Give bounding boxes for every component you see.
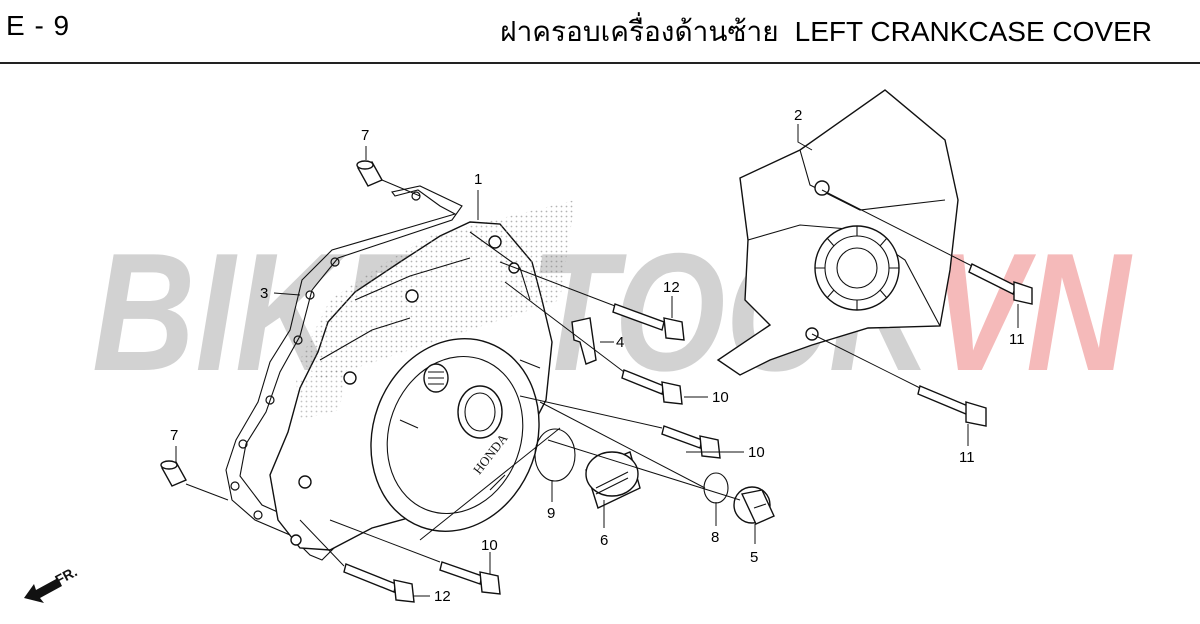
callout-4: 4 bbox=[616, 334, 624, 351]
leader-lines bbox=[175, 124, 1019, 597]
callout-10-lower: 10 bbox=[481, 537, 498, 554]
title-thai: ฝาครอบเครื่องด้านซ้าย bbox=[500, 16, 779, 47]
callout-labels: 1 2 3 4 5 6 7 7 8 9 10 10 10 11 11 12 12 bbox=[170, 107, 1025, 605]
bolt-11-lower bbox=[917, 385, 987, 427]
callout-2: 2 bbox=[794, 107, 802, 124]
front-direction-indicator: FR. bbox=[24, 563, 80, 603]
bolt-12-upper bbox=[612, 303, 685, 341]
callout-6: 6 bbox=[600, 532, 608, 549]
bolt-10-upper bbox=[621, 369, 683, 405]
o-ring-part-8 bbox=[703, 472, 729, 504]
plug-part-5 bbox=[733, 486, 775, 525]
bolt-10-lower bbox=[439, 561, 501, 595]
callout-1: 1 bbox=[474, 171, 482, 188]
watermark-red-text: VN bbox=[930, 218, 1133, 406]
o-ring-part-9 bbox=[534, 428, 576, 482]
page-title: ฝาครอบเครื่องด้านซ้าย LEFT CRANKCASE COVE… bbox=[500, 10, 1152, 54]
callout-12-upper: 12 bbox=[663, 279, 680, 296]
exploded-parts-diagram: BIKESTOCK VN HONDA bbox=[24, 89, 1133, 605]
sprocket-cover-part-2 bbox=[716, 89, 959, 376]
callout-10-middle: 10 bbox=[748, 444, 765, 461]
page-code: E - 9 bbox=[6, 10, 71, 41]
title-english: LEFT CRANKCASE COVER bbox=[794, 16, 1152, 47]
callout-3: 3 bbox=[260, 285, 268, 302]
page-header: E - 9 ฝาครอบเครื่องด้านซ้าย LEFT CRANKCAS… bbox=[0, 0, 1200, 64]
callout-8: 8 bbox=[711, 529, 719, 546]
callout-7-upper: 7 bbox=[361, 127, 369, 144]
clip-part-4 bbox=[571, 317, 597, 365]
bolt-10-middle bbox=[661, 425, 721, 459]
callout-11-lower: 11 bbox=[959, 449, 975, 466]
callout-11-upper: 11 bbox=[1009, 331, 1025, 348]
callout-5: 5 bbox=[750, 549, 758, 566]
callout-12-lower: 12 bbox=[434, 588, 451, 605]
callout-7-lower: 7 bbox=[170, 427, 178, 444]
bolt-12-lower bbox=[343, 563, 415, 603]
front-arrow-icon bbox=[24, 578, 62, 603]
timing-cap-part-6 bbox=[585, 451, 641, 509]
bolt-11-upper bbox=[968, 263, 1033, 305]
callout-10-upper: 10 bbox=[712, 389, 729, 406]
gasket-part-3 bbox=[225, 185, 463, 561]
dowel-pin-lower-part-7 bbox=[160, 460, 187, 487]
callout-9: 9 bbox=[547, 505, 555, 522]
crankcase-cover-part-1: HONDA bbox=[269, 200, 575, 551]
dowel-pin-upper-part-7 bbox=[356, 160, 383, 187]
